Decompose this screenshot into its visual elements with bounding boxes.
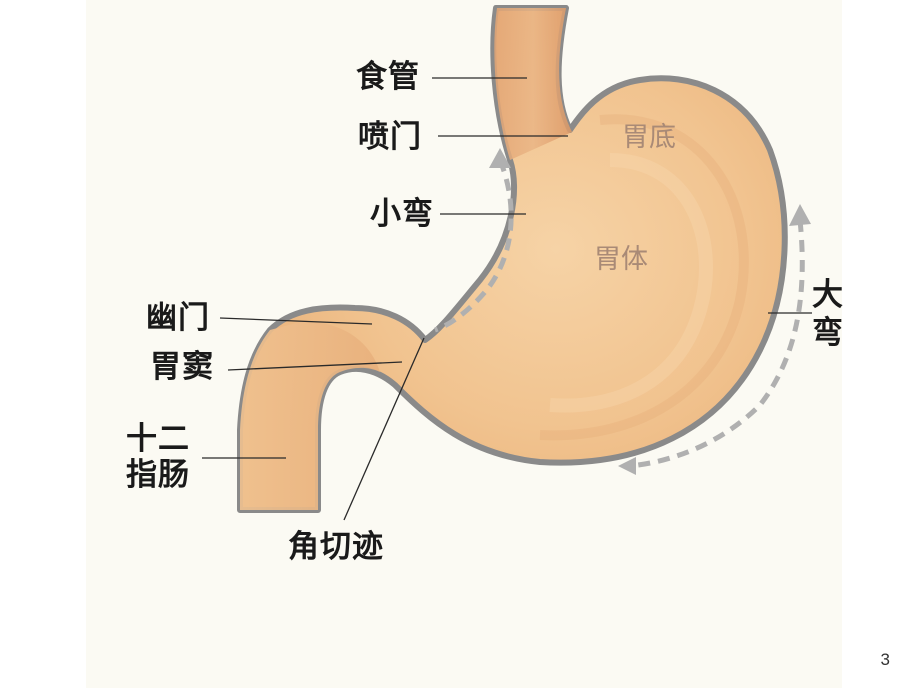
duodenum-shape (240, 321, 380, 510)
cardia-label: 喷门 (358, 119, 422, 155)
lesser-curvature-label: 小弯 (370, 196, 434, 232)
stomach-shape (237, 5, 788, 513)
leader-line-antrum (227, 361, 403, 371)
greater-curvature-label-line1: 大 (812, 277, 844, 313)
antrum-label: 胃窦 (150, 349, 214, 385)
fundus-label: 胃底 (622, 122, 676, 153)
leader-lines (202, 77, 812, 521)
stomach-body-label: 胃体 (594, 244, 648, 275)
greater-curvature-label-line2: 弯 (812, 315, 844, 351)
angular-incisure-label: 角切迹 (288, 529, 384, 565)
lesser-curvature-arrowhead (489, 148, 511, 168)
pylorus-label: 幽门 (146, 300, 210, 336)
leader-line-pylorus (219, 317, 373, 325)
lesser-curvature-arrow (434, 159, 514, 333)
greater-curvature-arrow (629, 219, 805, 469)
page-number: 3 (880, 650, 890, 669)
greater-curvature-arrowhead (789, 204, 811, 226)
duodenum-label-line2: 指肠 (126, 457, 190, 493)
duodenum-label-line1: 十二 (126, 421, 190, 457)
esophagus-label: 食管 (356, 59, 420, 95)
leader-line-angular-incisure (343, 337, 425, 521)
esophagus-shape (494, 8, 572, 160)
